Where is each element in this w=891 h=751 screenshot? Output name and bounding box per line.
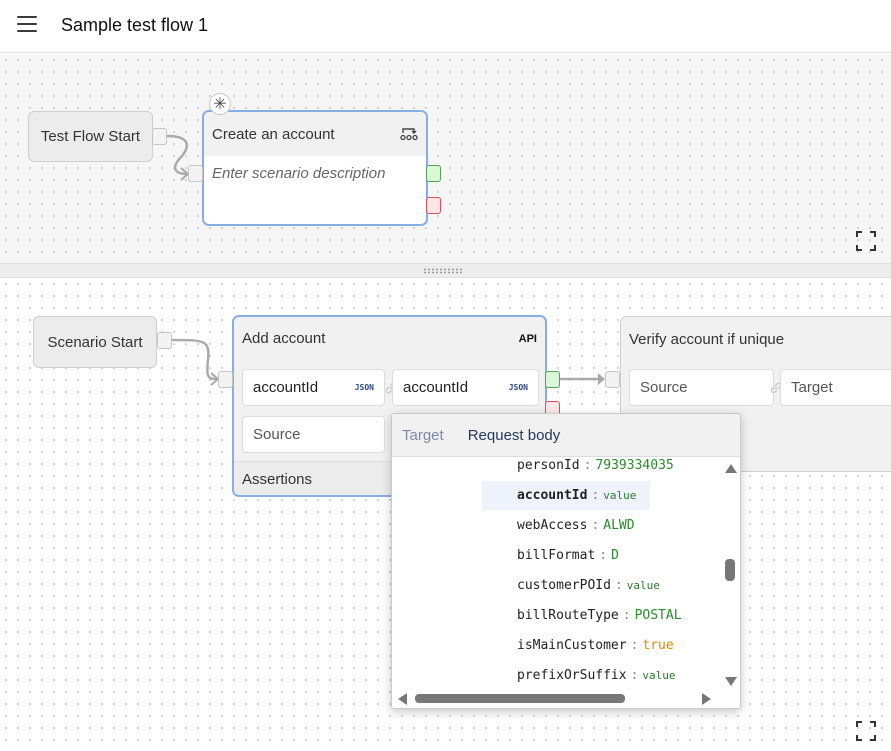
- item-value: value: [626, 579, 660, 592]
- drag-handle-icon[interactable]: [423, 268, 463, 274]
- list-item[interactable]: prefixOrSuffix:value: [517, 668, 676, 683]
- test-flow-start-label: Test Flow Start: [40, 128, 141, 145]
- scroll-down-icon[interactable]: [725, 677, 737, 686]
- item-key: accountId: [517, 488, 588, 503]
- target-field-label: Target: [791, 379, 833, 396]
- scenario-input-port[interactable]: [188, 165, 203, 182]
- step-card-header: Verify account if unique: [621, 317, 891, 361]
- page-title: Sample test flow 1: [61, 15, 209, 35]
- scroll-up-icon[interactable]: [725, 464, 737, 473]
- source-field[interactable]: Source: [629, 369, 774, 406]
- scenario-description-input[interactable]: Enter scenario description: [212, 165, 386, 182]
- list-item[interactable]: billRouteType:POSTAL: [517, 608, 682, 623]
- selected-row-highlight: [482, 481, 650, 510]
- source-field-label: Source: [253, 426, 301, 443]
- scrollbar-thumb[interactable]: [725, 559, 735, 581]
- fullscreen-icon[interactable]: [856, 231, 876, 251]
- start-output-port[interactable]: [152, 128, 167, 145]
- scenario-canvas[interactable]: Scenario Start Add account API accountId…: [0, 278, 891, 751]
- item-value: ALWD: [603, 518, 635, 533]
- vertical-scrollbar[interactable]: [722, 464, 738, 686]
- flow-canvas[interactable]: Test Flow Start Create an account Enter …: [0, 54, 891, 263]
- step-title: Verify account if unique: [629, 330, 785, 348]
- item-key: customerPOId: [517, 578, 611, 593]
- item-key: webAccess: [517, 518, 588, 533]
- item-key: billFormat: [517, 548, 596, 563]
- list-item[interactable]: isMainCustomer:true: [517, 638, 674, 653]
- json-tag: JSON: [508, 383, 528, 392]
- source-field-label: Source: [640, 379, 688, 396]
- item-key: isMainCustomer: [517, 638, 627, 653]
- step2-input-port[interactable]: [605, 371, 620, 388]
- target-field[interactable]: Target: [780, 369, 891, 406]
- item-key: billRouteType: [517, 608, 619, 623]
- fullscreen-icon[interactable]: [856, 721, 876, 741]
- list-item[interactable]: webAccess:ALWD: [517, 518, 635, 533]
- scenario-card-header: Create an account: [204, 112, 426, 156]
- scenario-flow-icon[interactable]: [400, 126, 418, 142]
- scenario-failure-port[interactable]: [426, 197, 441, 214]
- item-value: POSTAL: [634, 608, 682, 623]
- scenario-card-create-account[interactable]: Create an account Enter scenario descrip…: [202, 110, 428, 226]
- scenario-success-port[interactable]: [426, 165, 441, 182]
- tab-request-body[interactable]: Request body: [467, 426, 561, 444]
- panel-splitter[interactable]: [0, 263, 891, 278]
- field-picker-dropdown[interactable]: Target Request body personId:7939334035 …: [391, 413, 741, 709]
- item-key: prefixOrSuffix: [517, 668, 627, 683]
- scenario-start-label: Scenario Start: [47, 333, 143, 351]
- list-item[interactable]: accountId:value: [517, 488, 637, 503]
- step-card-add-account[interactable]: Add account API accountId JSON accountId…: [232, 315, 547, 497]
- step-success-port[interactable]: [545, 371, 560, 388]
- test-flow-start-node[interactable]: Test Flow Start: [28, 111, 153, 162]
- item-key: personId: [517, 458, 580, 473]
- item-value: value: [642, 669, 676, 682]
- scenario-connectors: [171, 338, 605, 386]
- item-value: D: [611, 548, 619, 563]
- json-tag: JSON: [354, 383, 374, 392]
- tab-target[interactable]: Target: [402, 426, 444, 444]
- scenario-title: Create an account: [212, 125, 335, 143]
- scrollbar-thumb[interactable]: [415, 694, 625, 703]
- api-badge: API: [518, 332, 537, 345]
- target-field-label: accountId: [403, 379, 469, 396]
- assertions-label: Assertions: [242, 471, 313, 488]
- dropdown-tabs: Target Request body: [392, 414, 740, 457]
- app-header: Sample test flow 1: [0, 0, 891, 53]
- horizontal-scrollbar[interactable]: [398, 691, 718, 705]
- scroll-left-icon[interactable]: [398, 693, 407, 705]
- step-card-header: Add account API: [234, 317, 545, 360]
- item-value: 7939334035: [595, 458, 674, 473]
- step-input-port[interactable]: [218, 371, 233, 388]
- output-field-label: accountId: [253, 379, 319, 396]
- scenario-start-output-port[interactable]: [157, 332, 172, 349]
- list-item[interactable]: personId:7939334035: [517, 458, 674, 473]
- source-field[interactable]: Source: [242, 416, 385, 453]
- output-field-accountid[interactable]: accountId JSON: [242, 369, 385, 406]
- item-value: true: [642, 638, 674, 653]
- step-title: Add account: [242, 330, 326, 347]
- list-item[interactable]: customerPOId:value: [517, 578, 660, 593]
- hamburger-menu-icon[interactable]: [17, 16, 37, 34]
- asterisk-icon[interactable]: ✳: [209, 93, 231, 115]
- item-value: value: [603, 489, 637, 502]
- scenario-start-node[interactable]: Scenario Start: [33, 316, 157, 368]
- scroll-right-icon[interactable]: [702, 693, 711, 705]
- target-field-accountid[interactable]: accountId JSON: [392, 369, 539, 406]
- list-item[interactable]: billFormat:D: [517, 548, 619, 563]
